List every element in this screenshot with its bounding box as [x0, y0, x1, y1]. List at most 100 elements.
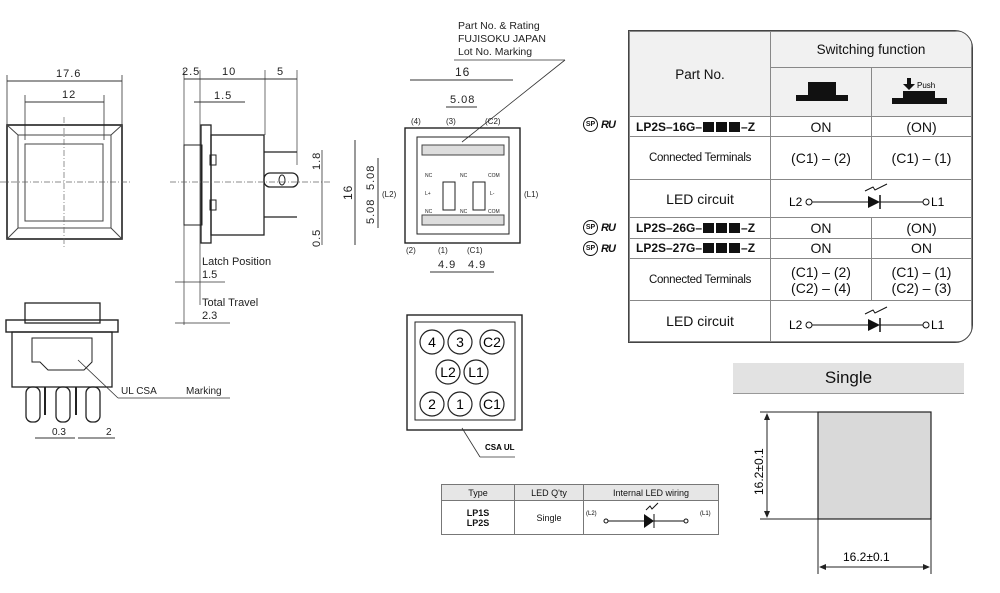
pin-2-circle — [419, 391, 445, 417]
part-number-lp2s-26g: LP2S–26G––Z — [629, 217, 771, 239]
cutout-height-dim: 16.2±0.1 — [752, 448, 766, 495]
marking-line-2: FUJISOKU JAPAN — [458, 33, 546, 45]
pin-c2-label: C2 — [483, 334, 501, 350]
terminal-l1: (L1) — [524, 190, 539, 199]
pin-l1-label: L1 — [468, 364, 484, 380]
table-row: LED circuit L2 L1 — [629, 300, 972, 342]
terminals-released: (C1) – (2)(C2) – (4) — [770, 257, 872, 302]
pushed-state-cell: Push — [871, 67, 972, 118]
svg-text:(L1): (L1) — [700, 511, 711, 517]
led-circuit-label: LED circuit — [629, 300, 771, 342]
latch-position-value: 1.5 — [202, 269, 217, 281]
terminal-c2: (C2) — [485, 117, 501, 126]
pin-3-label: 3 — [456, 334, 464, 350]
svg-text:L1: L1 — [931, 195, 945, 209]
switching-function-table: Part No. Switching function Push LP2S–16… — [628, 30, 973, 343]
table-row: Connected Terminals (C1) – (2) (C1) – (1… — [629, 136, 972, 180]
dim-pitch-top: 5.08 — [450, 94, 475, 106]
pushed-switch-icon: Push — [891, 77, 947, 104]
table-row: LP2S–26G––Z ON (ON) — [629, 217, 972, 239]
terminals-released: (C1) – (2) — [770, 136, 872, 180]
csa-icon: SP — [583, 220, 598, 235]
pin-l1-circle — [463, 359, 489, 385]
terminal-2: (2) — [406, 246, 416, 255]
table-row: LP2S–27G––Z ON ON — [629, 237, 972, 259]
csa-icon: SP — [583, 241, 598, 256]
svg-text:L2: L2 — [789, 318, 803, 332]
dim-5: 5 — [277, 66, 284, 78]
total-travel-value: 2.3 — [202, 310, 217, 322]
function-released: ON — [770, 217, 872, 239]
svg-text:L1: L1 — [931, 318, 945, 332]
terminal-c1: (C1) — [467, 246, 483, 255]
led-diode-icon: L2 L1 — [789, 306, 945, 332]
led-diode-icon: L2 L1 — [789, 183, 945, 210]
inner-label-nc3: NC — [425, 209, 433, 215]
rear-view-drawing: Part No. & Rating FUJISOKU JAPAN Lot No.… — [341, 20, 566, 273]
header-part-no: Part No. — [629, 31, 771, 118]
pin-c1-circle — [479, 391, 505, 417]
terminal-4: (4) — [411, 117, 421, 126]
dim-pitch-v2: 5.08 — [365, 199, 377, 224]
released-switch-icon — [796, 81, 848, 101]
part-number-lp2s-27g: LP2S–27G––Z — [629, 237, 771, 259]
connected-terminals-label: Connected Terminals — [629, 136, 771, 180]
inner-label-com1: COM — [488, 173, 500, 179]
marking-line-1: Part No. & Rating — [458, 20, 540, 32]
marking-label: Marking — [186, 386, 222, 397]
released-state-cell — [770, 67, 872, 118]
header-switching-function: Switching function — [770, 31, 972, 69]
terminal-3: (3) — [446, 117, 456, 126]
dim-height-16: 16 — [341, 185, 355, 200]
bottom-view-drawing: UL CSA Marking 0.3 2 — [5, 302, 230, 439]
led-diode-icon: (L2) (L1) — [586, 502, 711, 528]
pin-c2-circle — [479, 329, 505, 355]
table-row: LP2S–16G––Z ON (ON) — [629, 116, 972, 138]
terminals-pushed: (C1) – (1) — [871, 136, 972, 180]
led-circuit-label: LED circuit — [629, 178, 771, 219]
header-led-qty: LED Q'ty — [514, 484, 584, 501]
ul-icon: RU — [601, 221, 616, 234]
dim-0-5: 0.5 — [311, 229, 323, 247]
pin-4-circle — [419, 329, 445, 355]
dim-pitch-v1: 5.08 — [365, 165, 377, 190]
led-circuit-diagram: L2 L1 — [770, 178, 972, 219]
pin-3-circle — [447, 329, 473, 355]
ul-icon: RU — [601, 242, 616, 255]
dim-width-inner: 12 — [62, 89, 76, 101]
ul-csa-label: UL CSA — [121, 386, 157, 397]
pin-4-label: 4 — [428, 334, 436, 350]
led-circuit-diagram: L2 L1 — [770, 300, 972, 342]
latch-position-label: Latch Position — [202, 256, 271, 268]
inner-label-lplus: L+ — [425, 191, 431, 197]
total-travel-label: Total Travel — [202, 297, 258, 309]
front-view-drawing: 17.6 12 — [0, 68, 130, 247]
dim-pitch-bottom-2: 4.9 — [468, 259, 486, 271]
function-pushed: (ON) — [871, 217, 972, 239]
pin-l2-label: L2 — [440, 364, 456, 380]
dim-2-5: 2.5 — [182, 66, 200, 78]
function-pushed: (ON) — [871, 116, 972, 138]
inner-label-nc1: NC — [425, 173, 433, 179]
panel-cutout-drawing: 16.2±0.1 16.2±0.1 — [752, 411, 932, 574]
inner-label-com2: COM — [488, 209, 500, 215]
table-row: LED circuit L2 L1 — [629, 178, 972, 219]
dim-pitch-bottom-1: 4.9 — [438, 259, 456, 271]
dim-0-3: 0.3 — [52, 427, 66, 438]
svg-text:Push: Push — [917, 81, 935, 90]
qty-cell: Single — [514, 500, 584, 535]
part-number-lp2s-16g: LP2S–16G––Z — [629, 116, 771, 138]
svg-text:(L2): (L2) — [586, 511, 597, 517]
function-released: ON — [770, 116, 872, 138]
pin-c1-label: C1 — [483, 396, 501, 412]
ul-icon: RU — [601, 118, 616, 131]
dim-width-16: 16 — [455, 65, 470, 79]
wiring-cell: (L2) (L1) — [583, 500, 719, 535]
svg-text:L2: L2 — [789, 195, 803, 209]
